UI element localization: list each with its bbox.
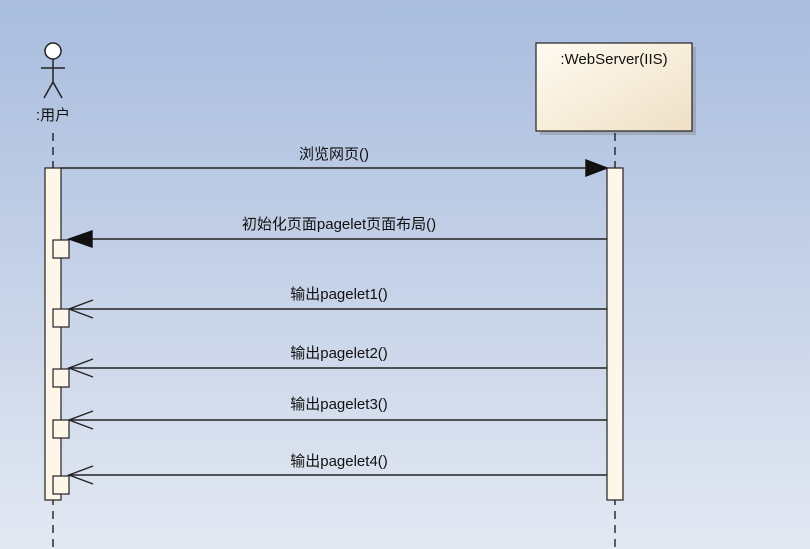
message-arrow-6[interactable]	[67, 465, 607, 485]
actor-user-icon[interactable]	[41, 42, 65, 99]
message-arrow-3[interactable]	[67, 299, 607, 319]
user-activation-box-3[interactable]	[52, 368, 70, 388]
user-activation-box-2[interactable]	[52, 308, 70, 328]
message-arrow-4[interactable]	[67, 358, 607, 378]
message-label-5: 输出pagelet3()	[290, 396, 388, 413]
message-arrow-5[interactable]	[67, 410, 607, 430]
message-label-2: 初始化页面pagelet页面布局()	[241, 216, 437, 233]
user-activation-box-4[interactable]	[52, 419, 70, 439]
message-arrow-1[interactable]	[61, 158, 609, 178]
server-name-label: :WebServer(IIS)	[560, 51, 668, 68]
server-activation-bar[interactable]	[606, 167, 624, 501]
actor-user-label: :用户	[35, 107, 71, 124]
message-arrow-2[interactable]	[66, 230, 607, 248]
message-label-4: 输出pagelet2()	[290, 345, 388, 362]
user-activation-bar[interactable]	[44, 167, 62, 501]
user-activation-box-1[interactable]	[52, 239, 70, 259]
message-label-6: 输出pagelet4()	[290, 453, 388, 470]
user-activation-box-5[interactable]	[52, 475, 70, 495]
server-lifeline-box[interactable]	[535, 42, 693, 132]
message-label-3: 输出pagelet1()	[290, 286, 388, 303]
message-label-1: 浏览网页()	[299, 146, 369, 163]
